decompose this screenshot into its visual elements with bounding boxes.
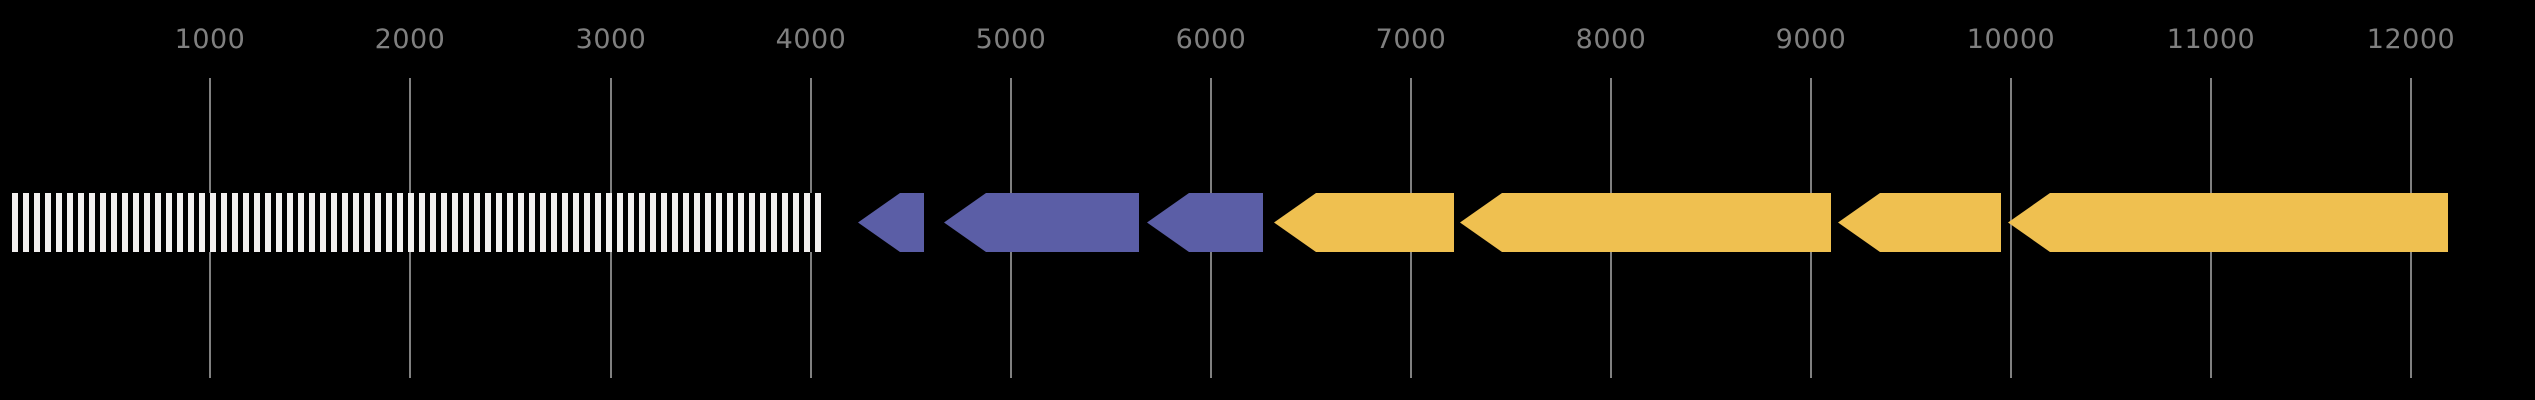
tick-label-5000: 5000 (975, 24, 1047, 55)
tick-label-12000: 12000 (2366, 24, 2456, 55)
tick-label-10000: 10000 (1966, 24, 2056, 55)
tick-label-6000: 6000 (1175, 24, 1247, 55)
tick-label-2000: 2000 (374, 24, 446, 55)
tick-label-9000: 9000 (1775, 24, 1847, 55)
cds-purple-1[interactable] (858, 193, 924, 252)
tick-label-1000: 1000 (174, 24, 246, 55)
cds-yellow-4[interactable] (2008, 193, 2448, 252)
repeat-region[interactable] (7, 193, 822, 252)
tick-label-3000: 3000 (575, 24, 647, 55)
tick-label-11000: 11000 (2166, 24, 2256, 55)
cds-yellow-1[interactable] (1274, 193, 1454, 252)
tick-label-8000: 8000 (1575, 24, 1647, 55)
tick-label-7000: 7000 (1375, 24, 1447, 55)
cds-yellow-2[interactable] (1460, 193, 1831, 252)
tick-label-4000: 4000 (775, 24, 847, 55)
gridline-10000 (2010, 78, 2012, 378)
cds-purple-2[interactable] (944, 193, 1139, 252)
cds-purple-3[interactable] (1147, 193, 1263, 252)
cds-yellow-3[interactable] (1838, 193, 2001, 252)
